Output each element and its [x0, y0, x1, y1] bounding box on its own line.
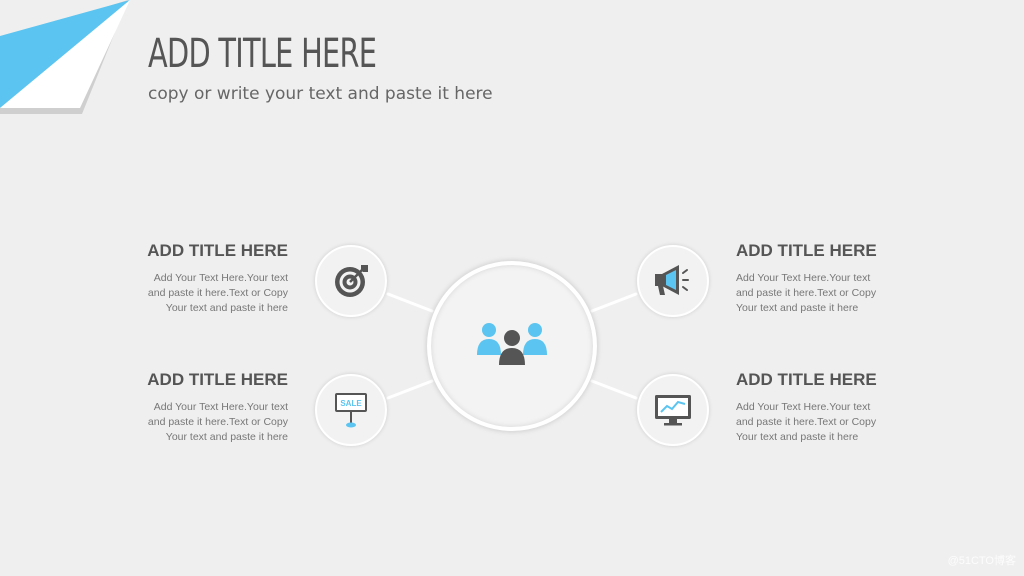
feature-description: Add Your Text Here.Your text and paste i… [736, 400, 936, 445]
feature-title: ADD TITLE HERE [736, 241, 877, 260]
center-hub [427, 261, 597, 431]
description-line: Your text and paste it here [736, 431, 859, 443]
feature-block-bottom-right: ADD TITLE HERE Add Your Text Here.Your t… [736, 370, 936, 445]
feature-title: ADD TITLE HERE [736, 370, 877, 389]
feature-block-bottom-left: ADD TITLE HERE Add Your Text Here.Your t… [88, 370, 288, 445]
page-title: ADD TITLE HERE [148, 31, 377, 77]
target-icon [335, 265, 368, 297]
monitor-node [637, 374, 709, 446]
folded-corner-decoration [0, 0, 130, 114]
page-subtitle: copy or write your text and paste it her… [148, 84, 493, 104]
description-line: Add Your Text Here.Your text [153, 401, 288, 413]
connector-top-right [590, 292, 638, 313]
megaphone-node [637, 245, 709, 317]
description-line: Add Your Text Here.Your text [153, 272, 288, 284]
description-line: and paste it here.Text or Copy [736, 287, 877, 299]
description-line: Add Your Text Here.Your text [736, 401, 871, 413]
description-line: Your text and paste it here [736, 302, 859, 314]
description-line: and paste it here.Text or Copy [147, 416, 288, 428]
sale-sign-label: SALE [340, 399, 362, 408]
feature-block-top-left: ADD TITLE HERE Add Your Text Here.Your t… [88, 241, 288, 316]
feature-block-top-right: ADD TITLE HERE Add Your Text Here.Your t… [736, 241, 936, 316]
sale-node: SALE [315, 374, 387, 446]
target-node [315, 245, 387, 317]
sale-sign-icon: SALE [335, 393, 367, 428]
description-line: Your text and paste it here [165, 302, 288, 314]
description-line: and paste it here.Text or Copy [147, 287, 288, 299]
feature-title: ADD TITLE HERE [147, 241, 288, 260]
people-group-icon [477, 323, 547, 365]
connector-bottom-right [590, 379, 638, 400]
description-line: and paste it here.Text or Copy [736, 416, 877, 428]
megaphone-icon [655, 265, 689, 295]
feature-title: ADD TITLE HERE [147, 370, 288, 389]
description-line: Add Your Text Here.Your text [736, 272, 871, 284]
description-line: Your text and paste it here [165, 431, 288, 443]
connector-bottom-left [386, 379, 434, 400]
feature-description: Add Your Text Here.Your text and paste i… [88, 400, 288, 445]
watermark-text: @51CTO博客 [947, 555, 1016, 567]
connector-top-left [386, 292, 434, 313]
feature-description: Add Your Text Here.Your text and paste i… [88, 271, 288, 316]
monitor-chart-icon [655, 395, 691, 426]
feature-description: Add Your Text Here.Your text and paste i… [736, 271, 936, 316]
